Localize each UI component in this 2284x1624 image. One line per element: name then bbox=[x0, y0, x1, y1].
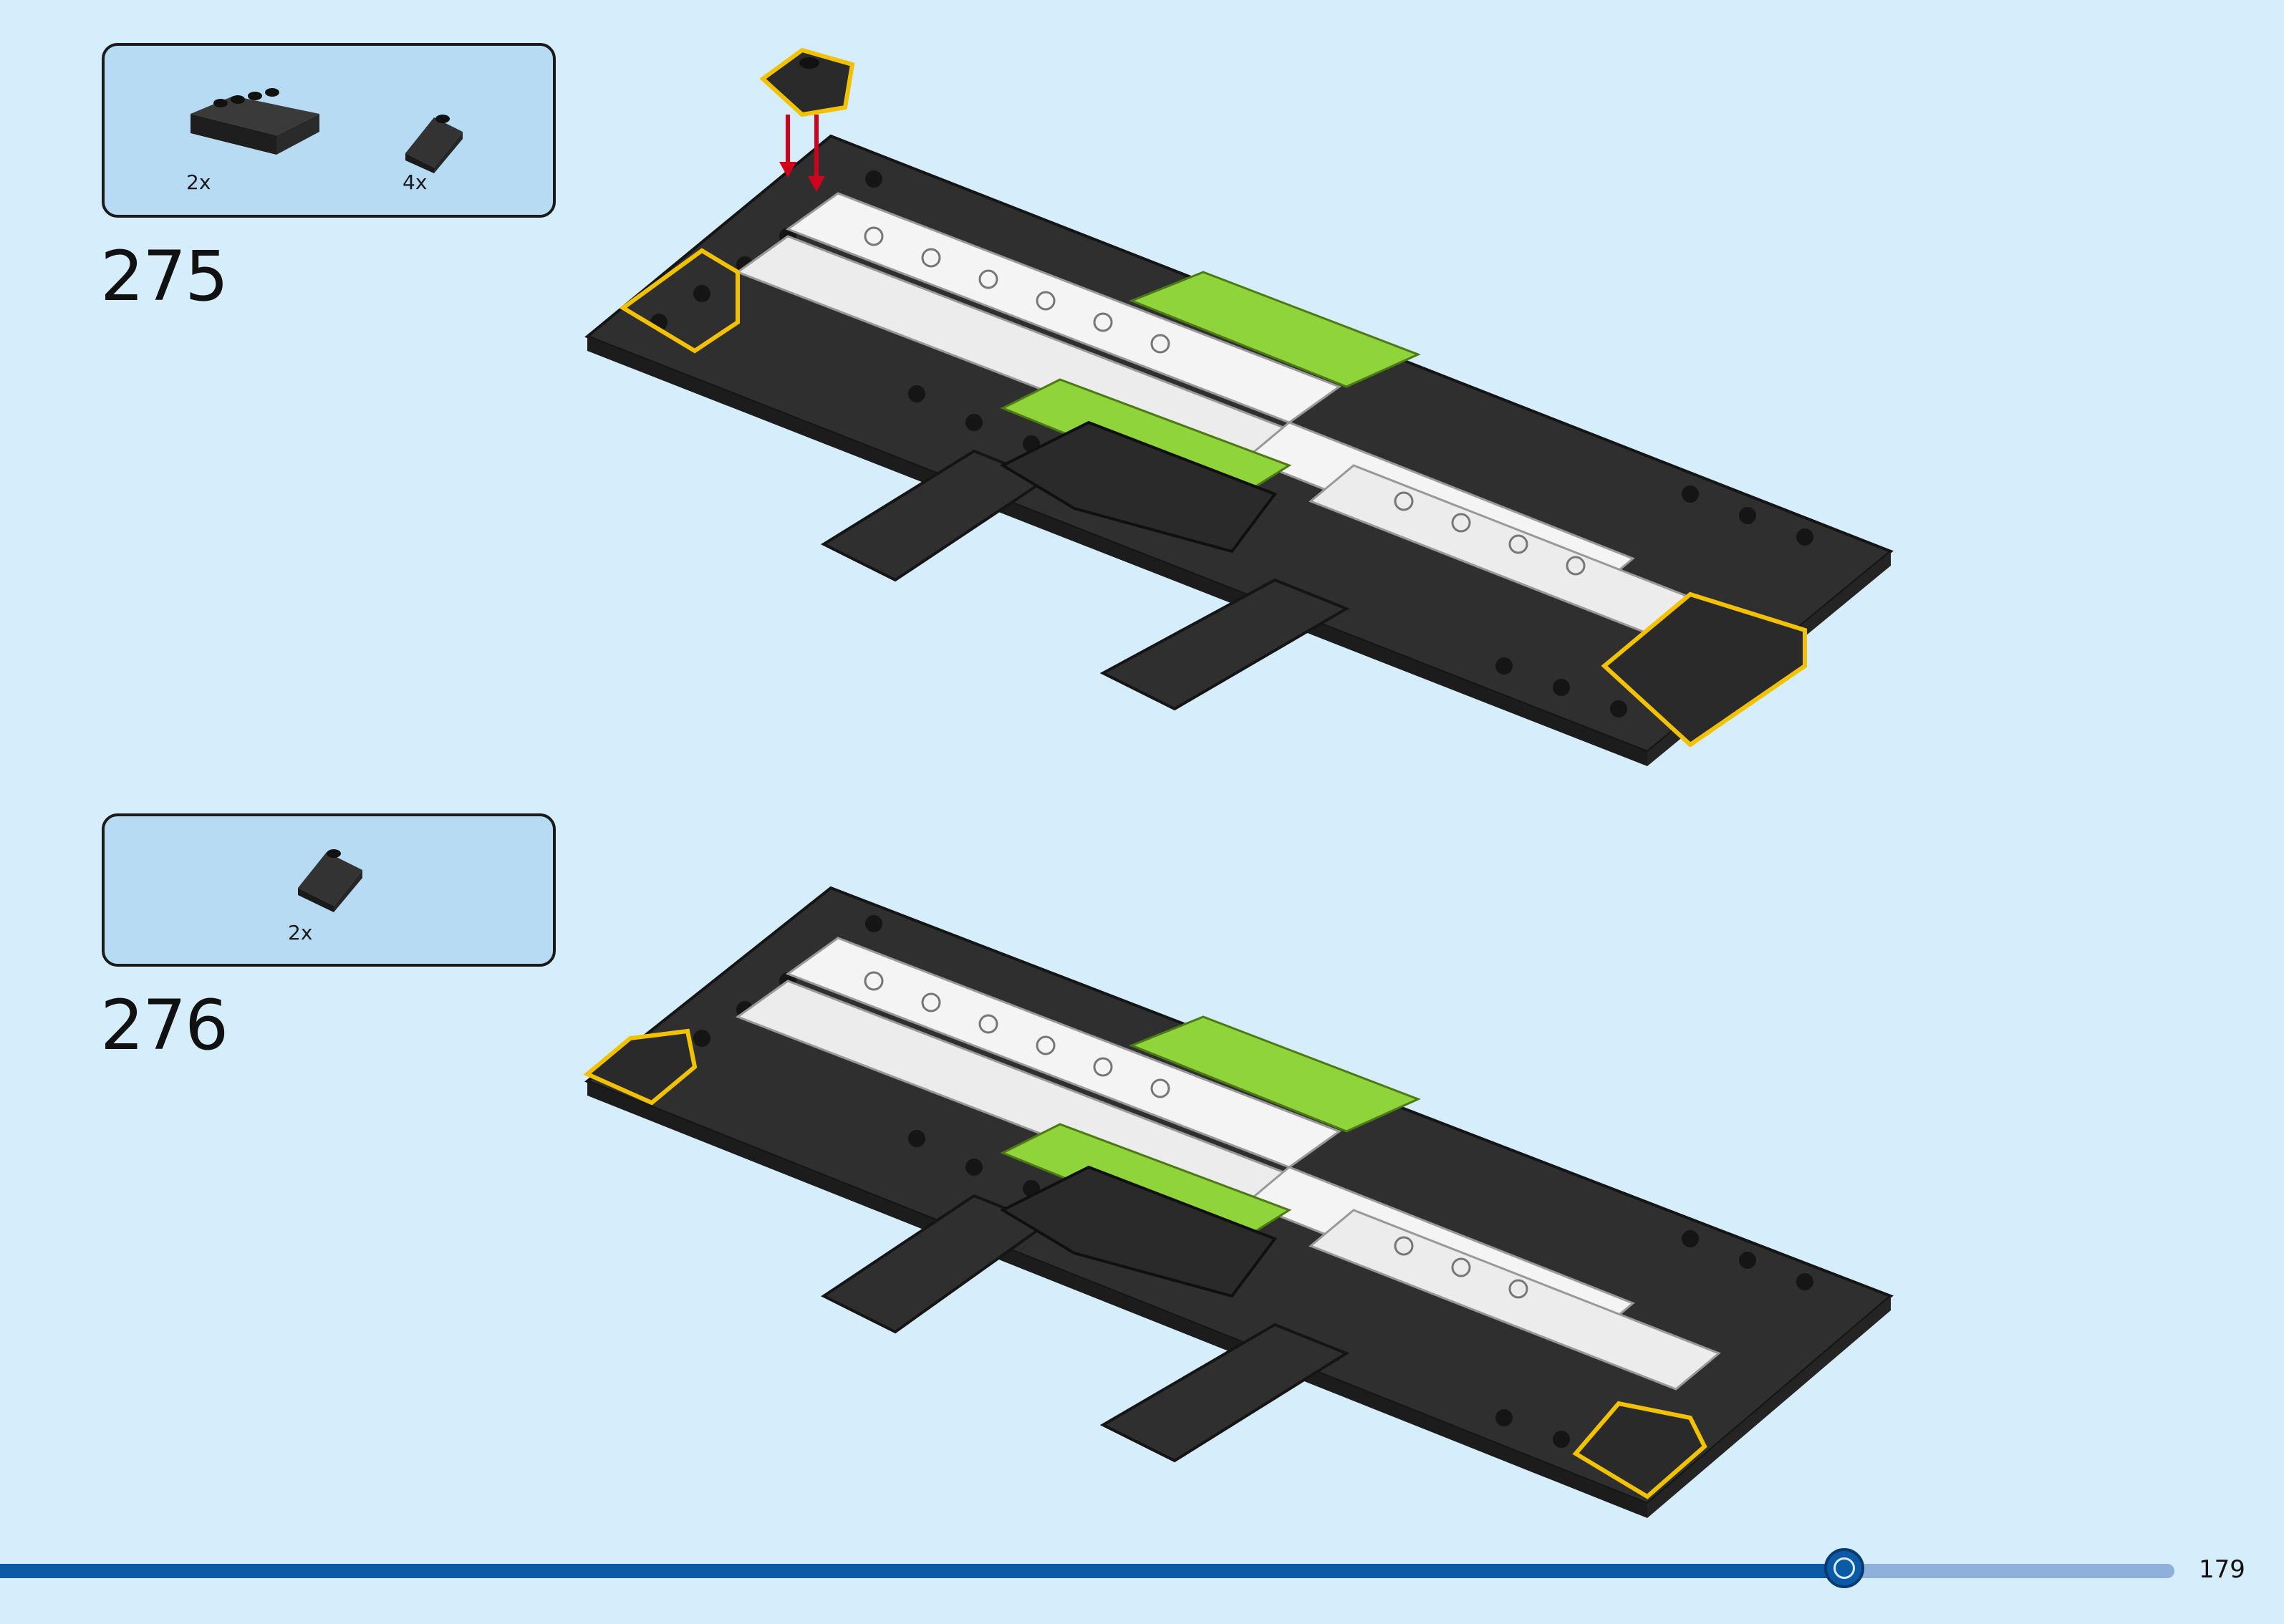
step-number: 275 bbox=[100, 236, 228, 316]
slope-2x2-corner-black-icon bbox=[405, 115, 463, 173]
step-number: 276 bbox=[100, 985, 228, 1065]
part-quantity: 2x bbox=[186, 170, 211, 194]
page-number: 179 bbox=[2199, 1555, 2245, 1584]
slope-2x2-corner-black-icon bbox=[298, 849, 362, 912]
progress-bar bbox=[0, 1548, 2174, 1588]
progress-marker-icon bbox=[1824, 1548, 1864, 1588]
part-quantity: 2x bbox=[288, 921, 313, 944]
parts-callout-step-276: 2x bbox=[102, 813, 556, 967]
progress-fill bbox=[0, 1564, 1844, 1578]
build-model-step-276 bbox=[583, 886, 1894, 1518]
part-quantity: 4x bbox=[403, 170, 428, 194]
slope-2x4-double-black-icon bbox=[191, 88, 319, 155]
parts-callout-step-275: 2x 4x bbox=[102, 43, 556, 218]
build-model-step-275 bbox=[584, 47, 1894, 766]
